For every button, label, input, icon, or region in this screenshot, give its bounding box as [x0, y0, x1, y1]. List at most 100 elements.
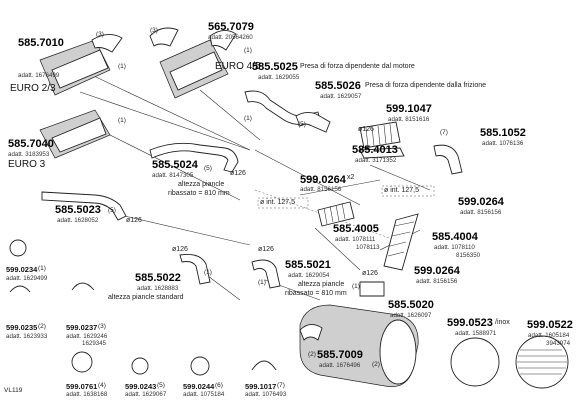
part-code: 599.0264 [458, 196, 504, 208]
part-adatt: adatt. 1626097 [390, 312, 432, 319]
ref-number: (3) [150, 27, 158, 34]
part-adatt: adatt. 20564260 [208, 34, 253, 41]
part-code: 599.0761 [66, 382, 98, 391]
ref-number: (5) [298, 121, 306, 128]
clamp-599-0244 [190, 356, 210, 376]
ref-number: (1) [244, 115, 252, 122]
part-adatt: adatt. 1588971 [455, 330, 497, 337]
part-code: 585.5022 [135, 272, 181, 284]
part-code: 599.1017 [245, 382, 277, 391]
part-code: 585.4013 [352, 144, 398, 156]
part-note: ribassato = 810 mm [168, 190, 230, 197]
ref-number: (5) [204, 165, 212, 172]
part-code: 599.1047 [386, 103, 432, 115]
muffler-585-7009 [299, 304, 419, 388]
part-adatt: adatt. 1623933 [6, 333, 48, 340]
pipe-585-5024 [149, 142, 239, 173]
part-adatt: adatt. 1629055 [258, 74, 300, 81]
ref-number: (1) [258, 279, 266, 286]
elbow-585-1052 [433, 144, 463, 175]
part-adatt: adatt. 1638168 [66, 391, 108, 398]
part-code: 585.5021 [285, 259, 331, 271]
part-adatt: adatt. 1075184 [183, 391, 225, 398]
part-code: 585.5024 [152, 159, 198, 171]
part-adatt: adatt. 1629499 [6, 275, 48, 282]
ref-number: (1) [204, 269, 212, 276]
part-note: altezza piancle standard [108, 294, 184, 301]
ref-number: (1) [244, 47, 252, 54]
muffler-565-7079 [149, 27, 237, 99]
part-adatt: adatt. 3171352 [355, 157, 397, 164]
diameter-label: ø126 [358, 126, 374, 133]
part-adatt: 8156350 [456, 252, 481, 259]
part-note: ribassato = 810 mm [285, 290, 347, 297]
grille-599-0522 [515, 335, 569, 389]
flex-585-4004 [383, 213, 419, 271]
part-code: 585.4004 [432, 231, 478, 243]
part-code: 599.0264 [414, 265, 460, 277]
pipe-585-4013 [359, 147, 405, 159]
plate-599-0523 [450, 337, 500, 387]
pipe-585-5023 [41, 191, 127, 221]
pipe-585-5026 [295, 111, 331, 133]
part-suffix: (2) [38, 323, 46, 330]
part-code: 599.0235 [6, 323, 38, 332]
diameter-label: ø126 [362, 270, 378, 277]
ref-number: (1) [118, 63, 126, 70]
clamp-599-0243 [131, 357, 149, 375]
part-code: 585.4005 [333, 223, 379, 235]
part-code: 565.7079 [208, 21, 254, 33]
part-code: 585.1052 [480, 127, 526, 139]
int-diameter-label: ø int. 127,5 [260, 199, 296, 206]
part-adatt: adatt. 1605184 [528, 332, 570, 339]
part-adatt: adatt. 8156156 [300, 186, 342, 193]
part-adatt: adatt. 1628052 [57, 217, 99, 224]
part-adatt: adatt. 1078110 [434, 244, 475, 251]
ref-number: (3) [96, 31, 104, 38]
clamp-599-0234 [9, 239, 27, 257]
part-suffix: (6) [215, 382, 223, 389]
clamp-599-0237 [71, 282, 95, 291]
ref-number: (2) [372, 361, 380, 368]
part-suffix: (5) [157, 382, 165, 389]
part-note: altezza piancle [298, 281, 345, 288]
diameter-label: ø126 [172, 246, 188, 253]
part-adatt: adatt. 8156156 [460, 209, 502, 216]
part-adatt: adatt. 1629054 [288, 272, 330, 279]
muffler-585-7040 [39, 109, 111, 159]
diagram-id: VL119 [4, 387, 23, 394]
part-code: 599.0237 [66, 323, 98, 332]
part-adatt: adatt. 1076493 [245, 391, 287, 398]
part-code: 585.5026 [315, 80, 361, 92]
part-adatt: adatt. 1676499 [18, 72, 60, 79]
part-adatt: adatt. 1629067 [125, 391, 167, 398]
ref-number: (1) [352, 283, 360, 290]
part-adatt: adatt. 1628883 [137, 285, 179, 292]
part-code: 599.0243 [125, 382, 157, 391]
flex-585-4005 [317, 201, 355, 227]
part-note: Presa di forza dipendente dalla frizione [365, 82, 487, 89]
pipe-585-5020 [359, 281, 385, 297]
clamp-599-0761 [71, 351, 93, 373]
part-code: 585.7009 [317, 349, 363, 361]
part-note: altezza piancle [178, 181, 225, 188]
part-code: 585.5020 [388, 299, 434, 311]
part-adatt: 3943974 [546, 340, 571, 347]
part-suffix: (7) [277, 382, 285, 389]
clamp-599-0235 [9, 285, 31, 293]
ref-number: (1) [118, 117, 126, 124]
diameter-label: ø126 [230, 170, 246, 177]
int-diameter-label: ø int. 127,5 [384, 187, 420, 194]
part-suffix: /inox [495, 319, 510, 326]
part-suffix: x2 [347, 174, 355, 181]
ref-number: (7) [440, 129, 448, 136]
euro-label: EURO 3 [8, 159, 46, 170]
part-note: Presa di forza dipendente dal motore [300, 63, 415, 70]
euro-label: EURO 2/3 [10, 83, 56, 94]
part-suffix: (4) [98, 382, 106, 389]
part-adatt: adatt. 8147305 [152, 172, 194, 179]
part-code: 585.5025 [252, 61, 298, 73]
flex-599-1047 [359, 121, 401, 149]
